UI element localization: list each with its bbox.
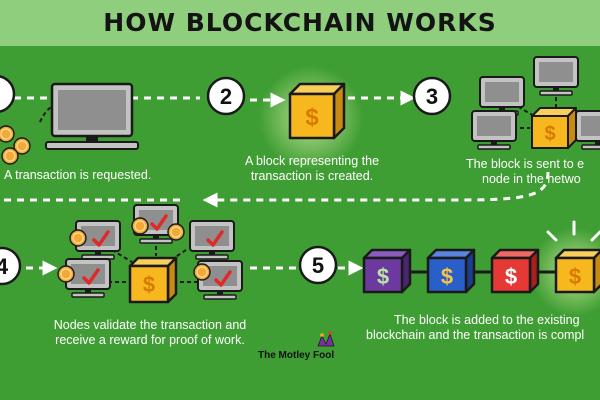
caption-line: transaction is created. [250,169,374,183]
computer-icon [471,110,517,150]
step-4-caption: Nodes validate the transaction and recei… [30,318,270,348]
step-badge-1 [0,75,16,113]
step-number-4: 4 [0,254,9,279]
caption-line: The block is added to the existing [394,313,580,327]
coin-stack-icon [0,125,31,165]
block-icon-yellow: $ [554,248,600,294]
dollar-symbol: $ [569,264,581,289]
computer-icon [533,56,579,96]
title-band [0,0,600,46]
block-icon: $ [288,82,346,140]
caption-line: The block is sent to e [466,157,585,171]
jester-cap-logo [317,331,335,347]
block-icon: $ [531,107,577,149]
caption-line: node in the netwo [482,172,581,186]
step-number-3: 3 [426,84,438,109]
step-badge-5: 5 [298,245,338,285]
dollar-symbol: $ [377,264,389,289]
computer-icon [189,220,235,260]
dollar-symbol: $ [143,272,155,297]
sparkle-icon [546,220,600,242]
computer-icon [479,76,525,116]
step-number-5: 5 [312,253,324,278]
caption-line: A block representing the [244,154,380,168]
dollar-symbol: $ [305,104,319,131]
block-icon-purple: $ [362,248,412,294]
step-badge-3: 3 [412,76,452,116]
dollar-symbol: $ [505,264,517,289]
block-icon-blue: $ [426,248,476,294]
page-title: HOW BLOCKCHAIN WORKS [103,8,497,37]
caption-line: A transaction is requested. [4,168,152,182]
computer-icon [45,82,139,150]
brand-logo-text: The Motley Fool [258,350,335,361]
step-badge-2: 2 [206,76,246,116]
dollar-symbol: $ [441,264,453,289]
caption-line: Nodes validate the transaction and [53,318,247,332]
step-badge-4: 4 [0,246,22,286]
caption-line: blockchain and the transaction is compl [366,328,585,342]
step-5-caption: The block is added to the existing block… [366,313,600,343]
step-3-caption: The block is sent to e node in the netwo [466,157,600,187]
dollar-symbol: $ [544,123,555,145]
step-number-2: 2 [220,84,232,109]
caption-line: receive a reward for proof of work. [55,333,245,347]
computer-icon [575,110,600,150]
step-1-caption: A transaction is requested. [4,168,194,183]
step-badges: 2 3 4 5 [0,75,452,286]
block-icon-red: $ [490,248,540,294]
step-2-caption: A block representing the transaction is … [212,154,412,184]
block-icon: $ [128,256,178,304]
